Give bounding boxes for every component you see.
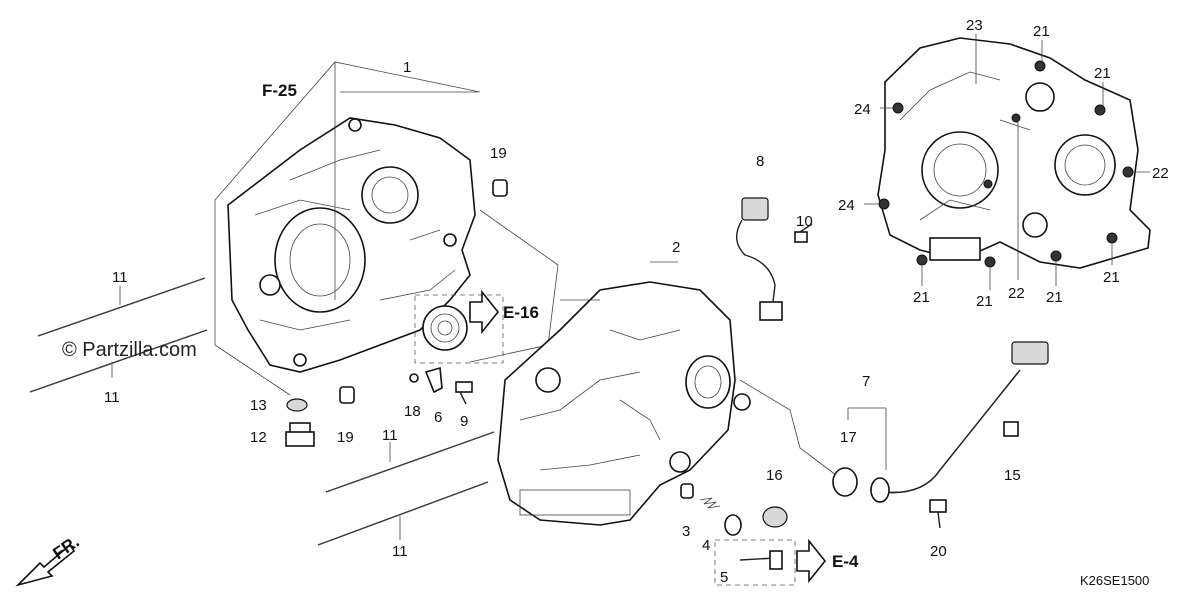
callout-2: 2 (672, 239, 680, 256)
oil-pipe (869, 341, 1049, 503)
callout-21-bottommid: 21 (976, 293, 993, 310)
sealing-washer (286, 398, 308, 412)
callout-23: 23 (966, 17, 983, 34)
callout-labels: 1 2 3 4 5 6 7 8 9 10 11 11 11 11 12 13 1… (104, 17, 1169, 586)
callout-3: 3 (682, 523, 690, 540)
dowel-pin-lower (339, 386, 355, 404)
left-crankcase-half (227, 117, 476, 373)
part7-leader (847, 407, 887, 470)
o-ring (832, 467, 858, 497)
callout-4: 4 (702, 537, 710, 554)
stud-bolt-middle (325, 431, 495, 493)
callout-22-right: 22 (1152, 165, 1169, 182)
callout-15: 15 (1004, 467, 1021, 484)
small-washer (409, 373, 419, 383)
nut-15 (1003, 421, 1019, 437)
crankcase-inner-view (877, 37, 1151, 269)
right-crankcase-half (497, 281, 751, 526)
callout-21-right: 21 (1103, 269, 1120, 286)
callout-16: 16 (766, 467, 783, 484)
callout-21-top: 21 (1033, 23, 1050, 40)
drain-bolt (285, 422, 315, 447)
callout-9: 9 (460, 413, 468, 430)
ref-e16: E-16 (503, 303, 539, 322)
flange-bolt-9 (455, 381, 473, 405)
callout-12: 12 (250, 429, 267, 446)
callout-21-bottomright: 21 (1046, 289, 1063, 306)
stud-bolt-lower (317, 481, 489, 546)
callout-11-middle: 11 (382, 427, 398, 444)
callout-22-bottom: 22 (1008, 285, 1025, 302)
callout-11-lower: 11 (392, 543, 408, 560)
callout-7: 7 (862, 373, 870, 390)
oil-seal (762, 506, 788, 528)
bracket (424, 366, 443, 394)
callout-11-left: 11 (104, 389, 120, 406)
callout-24-upper: 24 (854, 101, 871, 118)
spring (699, 497, 721, 509)
callout-24-lower: 24 (838, 197, 855, 214)
callout-1: 1 (403, 59, 411, 76)
e16-arrow-icon (469, 289, 500, 335)
callout-18: 18 (404, 403, 421, 420)
spring-pin (680, 483, 694, 499)
callout-20: 20 (930, 543, 947, 560)
callout-8: 8 (756, 153, 764, 170)
bolt-10 (794, 223, 813, 243)
e4-arrow-icon (796, 538, 827, 584)
part17-leader (739, 379, 841, 479)
callout-19-upper: 19 (490, 145, 507, 162)
callout-21-topright: 21 (1094, 65, 1111, 82)
diagram-code: K26SE1500 (1080, 573, 1149, 588)
dowel-pin-upper (492, 179, 508, 197)
stud-bolt-upper-left (37, 277, 206, 337)
front-direction-arrow-icon (15, 543, 76, 587)
callout-21-bottomleft: 21 (913, 289, 930, 306)
callout-5: 5 (720, 569, 728, 586)
callout-10: 10 (796, 213, 813, 230)
callout-6: 6 (434, 409, 442, 426)
callout-13: 13 (250, 397, 267, 414)
sensor-harness (736, 197, 783, 321)
gear-icon (414, 294, 504, 364)
watermark: © Partzilla.com (62, 339, 197, 361)
washer-4 (724, 514, 742, 536)
stud-bolt-lower-left (29, 329, 208, 393)
callout-11-upper: 11 (112, 269, 128, 286)
ref-e4: E-4 (832, 552, 859, 571)
ref-f25: F-25 (262, 81, 297, 100)
callout-17: 17 (840, 429, 857, 446)
bolt-5 (714, 539, 796, 586)
bolt-20 (929, 499, 947, 529)
callout-19-lower: 19 (337, 429, 354, 446)
